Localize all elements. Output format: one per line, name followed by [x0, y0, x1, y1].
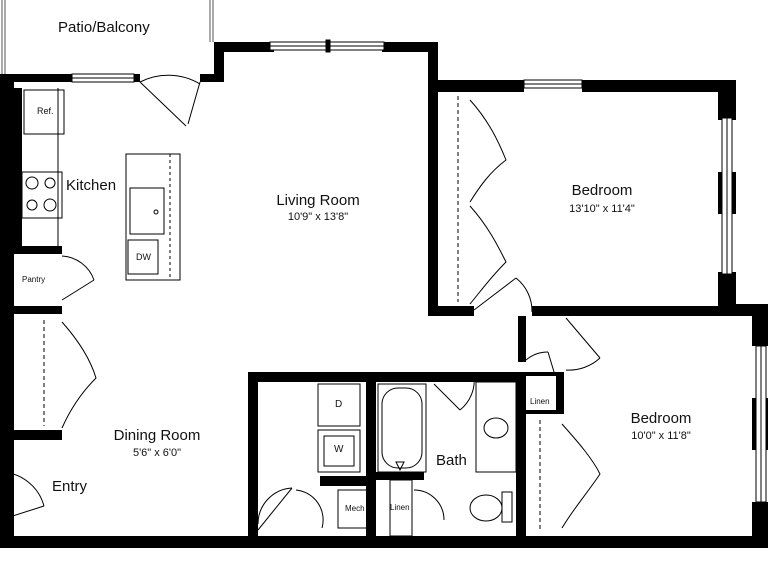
living-room-dimensions: 10'9" x 13'8"	[287, 211, 349, 223]
bath-fixtures	[317, 381, 517, 537]
patio-label: Patio/Balcony	[58, 19, 150, 36]
doors	[0, 74, 601, 531]
dishwasher-label: DW	[136, 252, 151, 262]
washer-label: W	[334, 444, 344, 455]
kitchen-label: Kitchen	[66, 177, 117, 194]
bath-label: Bath	[436, 452, 467, 469]
linen-upper-label: Linen	[530, 397, 550, 406]
bedroom-2-dimensions: 10'0" x 11'8"	[631, 430, 691, 442]
patio-outline	[1, 0, 214, 74]
pantry-label: Pantry	[22, 275, 46, 284]
bedroom-1-label: Bedroom	[571, 182, 633, 199]
dryer-label: D	[335, 399, 343, 410]
linen-lower-label: Linen	[390, 503, 410, 512]
bedroom-2-label: Bedroom	[630, 410, 692, 427]
refrigerator-label: Ref.	[37, 106, 54, 116]
closet-doors	[43, 96, 601, 530]
entry-label: Entry	[52, 478, 88, 495]
dining-room-dimensions: 5'6" x 6'0"	[132, 447, 182, 459]
mech-label: Mech	[345, 504, 365, 513]
kitchen-fixtures	[21, 88, 181, 281]
bedroom-1-dimensions: 13'10" x 11'4"	[569, 203, 635, 215]
dining-room-label: Dining Room	[113, 427, 201, 444]
living-room-label: Living Room	[276, 192, 360, 209]
windows	[71, 39, 767, 503]
